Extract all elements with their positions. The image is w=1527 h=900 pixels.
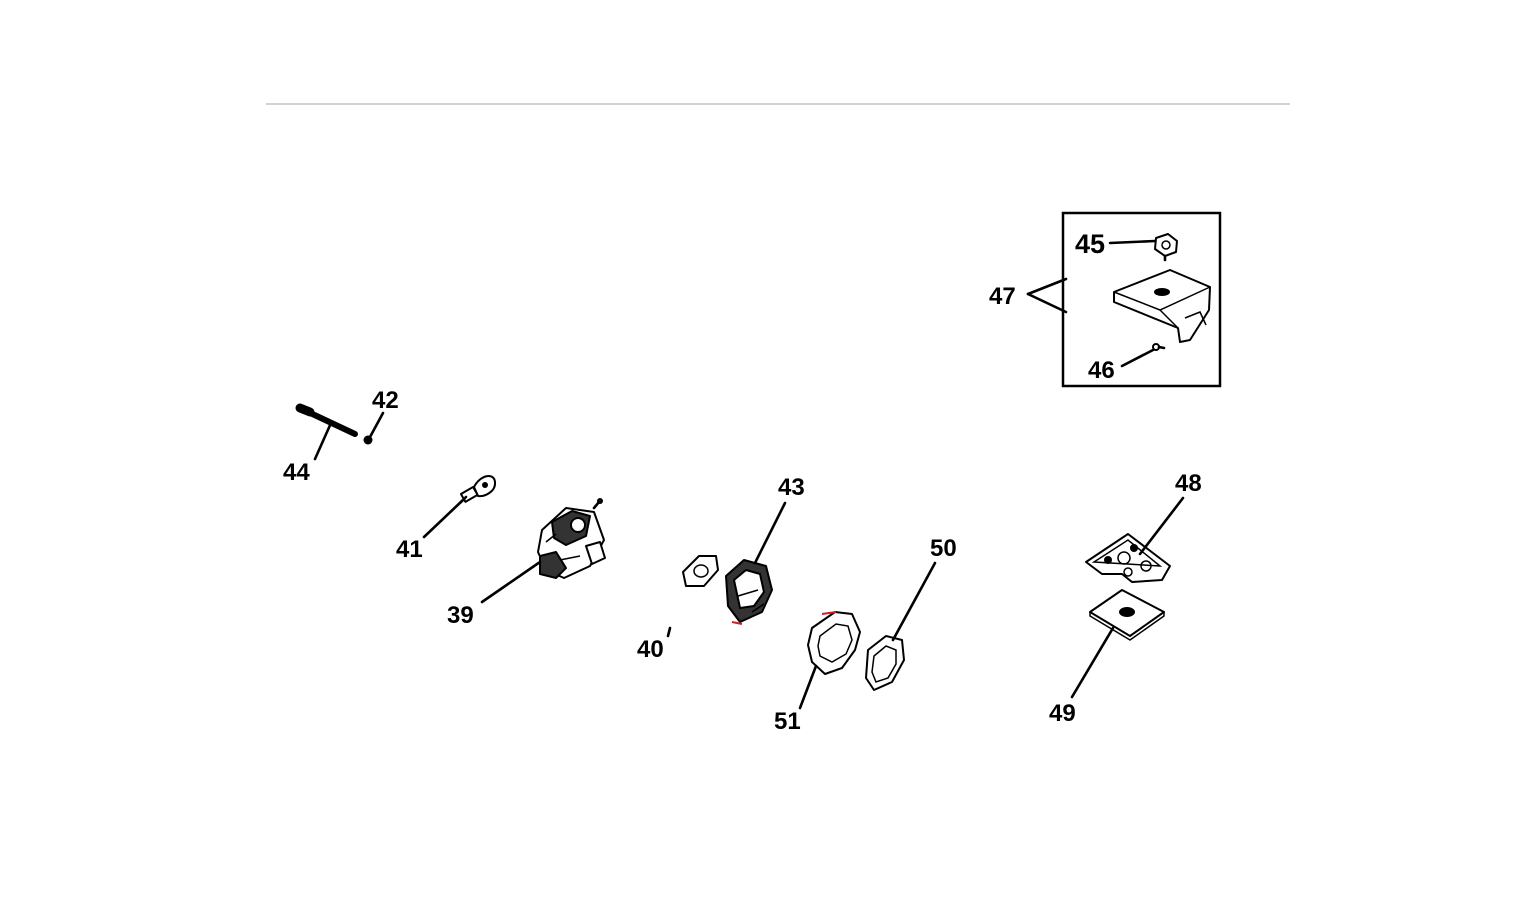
- leader-45: [1108, 239, 1157, 245]
- inset-box: [1061, 211, 1222, 388]
- callout-46: 46: [1088, 357, 1115, 384]
- leader-42: [368, 411, 385, 439]
- leader-46: [1120, 348, 1155, 368]
- part-47-cover: [1113, 269, 1211, 343]
- leader-50: [891, 561, 937, 642]
- leader-47-lower: [1026, 292, 1068, 314]
- callout-51: 51: [774, 708, 801, 735]
- part-46-screw: [1152, 343, 1166, 351]
- part-40-gasket: [682, 555, 719, 587]
- callout-47: 47: [989, 283, 1016, 310]
- leader-43: [753, 501, 787, 565]
- part-49-gasket: [1089, 589, 1165, 641]
- leader-39: [480, 560, 542, 604]
- inset-group: [1026, 211, 1222, 388]
- callout-42: 42: [372, 387, 399, 414]
- callout-49: 49: [1049, 700, 1076, 727]
- part-39-carburetor: [537, 498, 606, 579]
- part-41-linkage: [459, 475, 497, 504]
- callout-41: 41: [396, 536, 423, 563]
- callout-50: 50: [930, 535, 957, 562]
- callout-45: 45: [1075, 229, 1105, 259]
- leader-44: [313, 421, 333, 461]
- leader-47-upper: [1026, 277, 1068, 296]
- part-48-plate: [1085, 533, 1171, 583]
- callout-44: 44: [283, 459, 310, 486]
- part-45-knob: [1154, 233, 1178, 262]
- callout-43: 43: [778, 474, 805, 501]
- part-51-gasket: [807, 611, 861, 675]
- top-divider: [266, 103, 1290, 105]
- part-50-gasket: [865, 635, 905, 691]
- callout-39: 39: [447, 602, 474, 629]
- callout-48: 48: [1175, 470, 1202, 497]
- callout-40: 40: [637, 636, 664, 663]
- leader-48: [1138, 496, 1185, 556]
- leader-49: [1070, 626, 1115, 699]
- leader-40: [666, 626, 672, 638]
- leader-41: [422, 498, 465, 539]
- part-43-insulator: [725, 559, 773, 625]
- leader-51: [798, 664, 818, 710]
